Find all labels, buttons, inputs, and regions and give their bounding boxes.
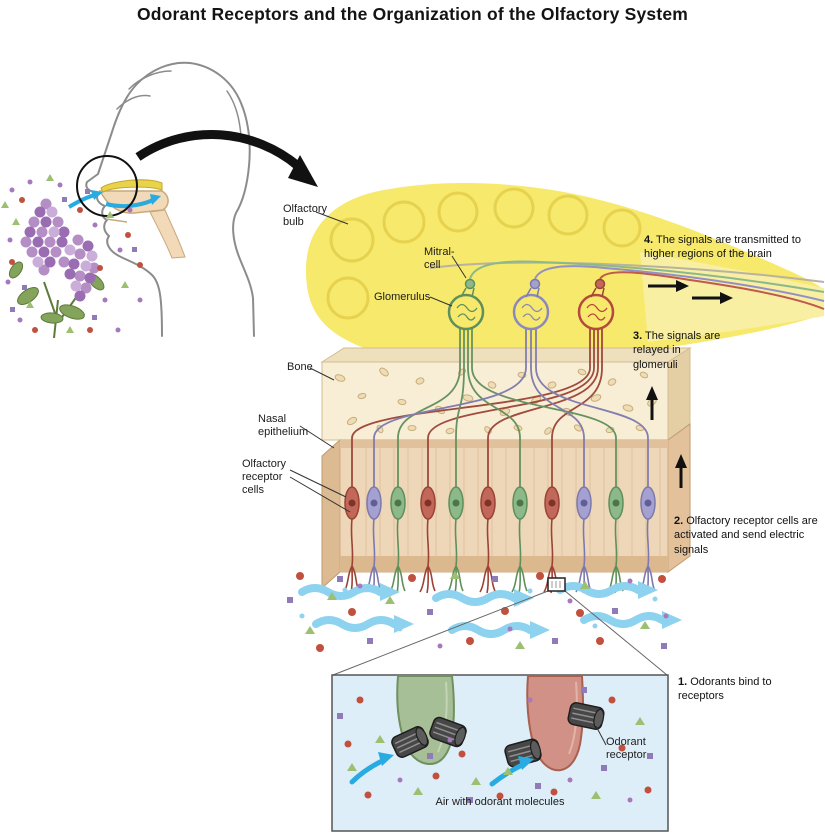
step-2-text: Olfactory receptor cells are activated a… bbox=[674, 515, 818, 556]
airband-odorant-molecules bbox=[287, 571, 669, 652]
inset-zoom-panel bbox=[331, 674, 669, 832]
label-air-with-odorant-molecules: Air with odorant molecules bbox=[435, 796, 565, 808]
signal-up-arrows bbox=[646, 386, 687, 488]
olfactory-receptor-cells bbox=[343, 486, 656, 594]
zoom-arrow bbox=[135, 130, 318, 187]
label-bone: Bone bbox=[287, 361, 313, 373]
step-2-number: 2. bbox=[674, 515, 684, 527]
lilac-flower bbox=[8, 198, 105, 339]
glomeruli-active bbox=[447, 293, 615, 331]
step-3-signals-relayed: 3. The signals are relayed in glomeruli bbox=[633, 329, 721, 372]
step-4-text: The signals are transmitted to higher re… bbox=[644, 234, 801, 261]
step-3-text: The signals are relayed in glomeruli bbox=[633, 330, 721, 371]
label-odorant-receptor: Odorant receptor bbox=[606, 736, 647, 762]
step-4-number: 4. bbox=[644, 234, 654, 246]
label-pointer-lines bbox=[289, 211, 607, 746]
step-1-number: 1. bbox=[678, 676, 688, 688]
mitral-cell-axons bbox=[429, 260, 825, 310]
label-olfactory-receptor-cells: Olfactory receptor cells bbox=[242, 458, 287, 497]
glomeruli-outlines bbox=[326, 187, 642, 320]
diagram-title: Odorant Receptors and the Organization o… bbox=[136, 4, 689, 24]
step-2-receptor-cells-activated: 2. Olfactory receptor cells are activate… bbox=[674, 514, 822, 557]
olfactory-bulb-shape bbox=[306, 183, 824, 366]
label-mitral-cell: Mitral- cell bbox=[424, 246, 455, 272]
step-1-odorants-bind: 1. Odorants bind to receptors bbox=[678, 675, 806, 704]
inset-airflow-arrows bbox=[349, 752, 534, 787]
signal-right-arrows bbox=[648, 280, 733, 304]
bone-speckles bbox=[334, 367, 657, 435]
magnified-region-box bbox=[547, 577, 566, 592]
inset-odorant-molecules bbox=[337, 687, 653, 803]
step-3-number: 3. bbox=[633, 330, 643, 342]
ambient-odorant-molecules bbox=[1, 174, 143, 333]
mitral-cells bbox=[460, 278, 606, 298]
receptor-axons bbox=[351, 328, 649, 488]
label-nasal-epithelium: Nasal epithelium bbox=[258, 413, 309, 439]
magnified-region-connectors bbox=[332, 590, 668, 676]
label-olfactory-bulb: Olfactory bulb bbox=[283, 203, 328, 229]
step-4-signals-transmitted: 4. The signals are transmitted to higher… bbox=[644, 233, 822, 262]
nose-highlight-circle bbox=[76, 155, 138, 217]
step-1-text: Odorants bind to receptors bbox=[678, 676, 772, 703]
airflow-arrows bbox=[298, 581, 682, 639]
olfactory-bulb-in-head bbox=[100, 179, 163, 193]
label-glomerulus: Glomerulus bbox=[374, 291, 431, 303]
